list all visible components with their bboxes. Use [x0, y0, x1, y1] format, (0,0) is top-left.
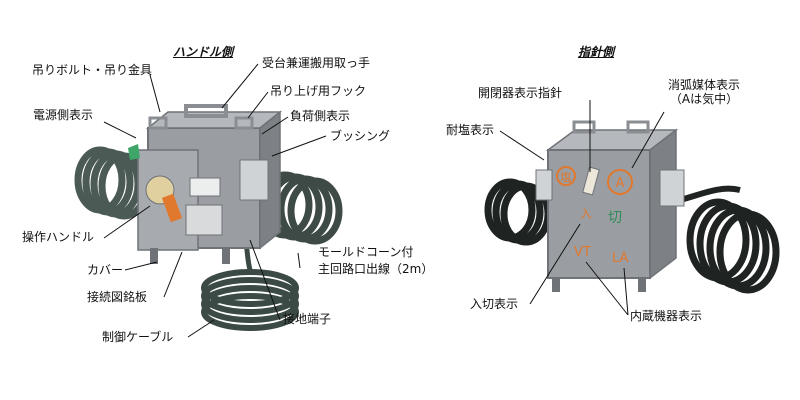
label-operating-handle: 操作ハンドル: [22, 230, 95, 244]
label-main-circuit: 主回路口出線（2m）: [318, 262, 434, 276]
arc-medium-main: 消弧媒体表示: [668, 78, 741, 92]
off-mark: 切: [608, 210, 622, 226]
label-internal: 内蔵機器表示: [630, 309, 703, 323]
label-hook: 吊り上げ用フック: [270, 84, 367, 98]
label-nameplate: 接続図銘板: [87, 290, 148, 304]
salt-mark: 塩: [561, 170, 572, 184]
label-hanger-bolt: 吊りボルト・吊り金具: [32, 63, 153, 77]
label-load-side: 負荷側表示: [290, 109, 351, 123]
label-onoff: 入切表示: [470, 297, 519, 311]
switch-body: [128, 104, 283, 264]
label-cover: カバー: [87, 263, 124, 277]
left-panel-title: ハンドル側: [173, 45, 234, 59]
label-handle-dual: 受台兼運搬用取っ手: [262, 56, 371, 70]
label-control-cable: 制御ケーブル: [102, 330, 174, 344]
la-mark: LA: [612, 251, 629, 266]
vt-mark: VT: [574, 245, 591, 260]
label-salt: 耐塩表示: [446, 123, 495, 137]
label-arc-medium: 消弧媒体表示 （Aは気中）: [668, 78, 740, 106]
right-switch-body: 塩 A 入 切 VT LA: [535, 120, 685, 292]
label-ground: 接地端子: [283, 312, 332, 326]
label-mold-cone: モールドコーン付: [318, 245, 414, 259]
label-indicator: 開閉器表示指針: [478, 86, 563, 100]
right-panel-title: 指針側: [578, 45, 615, 59]
label-bushing: ブッシング: [330, 129, 391, 143]
arc-medium-sub: （Aは気中）: [669, 92, 739, 106]
right-right-coil: [686, 198, 780, 294]
a-mark: A: [616, 176, 625, 191]
label-power-side: 電源側表示: [33, 108, 94, 122]
on-mark: 入: [580, 207, 592, 221]
